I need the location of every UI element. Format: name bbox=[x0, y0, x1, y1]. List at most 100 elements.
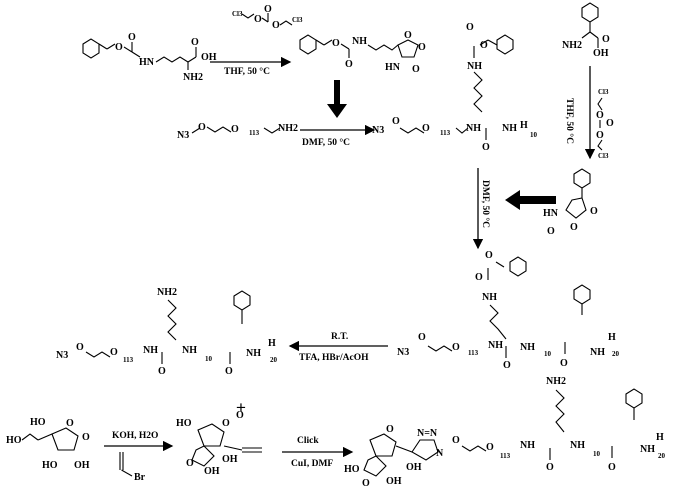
arrow-1-condition: THF, 50 °C bbox=[224, 66, 270, 77]
p1-n113: 113 bbox=[440, 129, 451, 137]
tp-o-a1: O bbox=[254, 14, 262, 25]
peg-n113: 113 bbox=[249, 129, 260, 137]
ascorbic-acid-structure: HO HO O O HO OH bbox=[6, 417, 90, 471]
peg-b-poly-z-lysine: N3 O O 113 NH O NH H 10 bbox=[372, 116, 538, 153]
p3-n3: N3 bbox=[56, 350, 68, 361]
propargyl-bromide-structure: Br bbox=[119, 452, 146, 483]
tp-o-b2: O bbox=[606, 118, 614, 129]
p1-o3: O bbox=[482, 142, 490, 153]
arrow-6-condition: KOH, H2O bbox=[112, 431, 158, 441]
al-oh2: OH bbox=[222, 454, 238, 465]
arrow-3-condition: THF, 50 °C bbox=[564, 98, 575, 144]
arrow-7-condition-bottom: CuI, DMF bbox=[291, 459, 333, 469]
alkynylated-ascorbate: HO O O O OH OH bbox=[176, 410, 262, 477]
tp-o-b1: O bbox=[596, 110, 604, 121]
p2-n113: 113 bbox=[468, 349, 479, 357]
arrow-5-condition-bottom: TFA, HBr/AcOH bbox=[299, 353, 369, 363]
tp-o-a3: O bbox=[272, 20, 280, 31]
bold-left-arrow bbox=[505, 190, 556, 210]
p2-nh1: NH bbox=[488, 340, 503, 351]
fc-n20: 20 bbox=[658, 452, 666, 460]
phe-nca-o1: O bbox=[590, 206, 598, 217]
arrow-5-condition-top: R.T. bbox=[331, 332, 348, 342]
z-lysine-nca-structure: O O NH O O HN O bbox=[299, 30, 426, 75]
p2-o2: O bbox=[475, 272, 483, 283]
plus-sign: + bbox=[236, 398, 246, 417]
poly-z-lysine-sidechain: O O NH bbox=[466, 22, 514, 113]
nca-o-bottom: O bbox=[412, 64, 420, 75]
p2-o5: O bbox=[503, 360, 511, 371]
phenylalanine-structure: NH2 OH O bbox=[562, 2, 610, 59]
fc-nh1: NH bbox=[520, 440, 535, 451]
aa-ho2: HO bbox=[30, 417, 46, 428]
p2-nh-side: NH bbox=[482, 292, 497, 303]
p1-n3: N3 bbox=[372, 125, 384, 136]
fc-nh3: NH bbox=[640, 444, 655, 455]
p3-o4: O bbox=[225, 366, 233, 377]
bold-down-arrow bbox=[327, 80, 347, 118]
phe-nca-hn: HN bbox=[543, 208, 559, 219]
aa-ho1: HO bbox=[6, 435, 22, 446]
p3-o2: O bbox=[110, 347, 118, 358]
nca-nh: NH bbox=[352, 36, 367, 47]
cl3-label-a1: Cl3 bbox=[232, 10, 243, 18]
oh-label: OH bbox=[201, 52, 217, 63]
p3-n10: 10 bbox=[205, 355, 213, 363]
acid-o-label: O bbox=[191, 37, 199, 48]
pz-o2: O bbox=[480, 40, 488, 51]
fc-o4: O bbox=[486, 442, 494, 453]
tp-o-a2: O bbox=[264, 4, 272, 15]
p2-n10: 10 bbox=[544, 350, 552, 358]
phe-o: O bbox=[602, 34, 610, 45]
p2-n20: 20 bbox=[612, 350, 620, 358]
fc-o6: O bbox=[608, 462, 616, 473]
br-label: Br bbox=[134, 472, 146, 483]
arrow-4-condition: DMF, 50 °C bbox=[480, 180, 491, 228]
nca-carbonyl-o: O bbox=[345, 59, 353, 70]
tp-o-b3: O bbox=[596, 130, 604, 141]
nca-o-top: O bbox=[404, 30, 412, 41]
z-lysine-structure: O O HN NH2 O OH bbox=[82, 32, 217, 83]
azido-peg-amine: N3 O O 113 NH2 bbox=[177, 122, 298, 141]
fc-oh2: OH bbox=[406, 462, 422, 473]
p3-nh3: NH bbox=[246, 348, 261, 359]
peg-o1: O bbox=[198, 122, 206, 133]
fc-n113: 113 bbox=[500, 452, 511, 460]
phe-nca-structure: HN O O O bbox=[543, 168, 598, 237]
p2-o6: O bbox=[560, 358, 568, 369]
aa-ho3: HO bbox=[42, 460, 58, 471]
peg-n3: N3 bbox=[177, 130, 189, 141]
p3-o3: O bbox=[158, 366, 166, 377]
p3-n20: 20 bbox=[270, 356, 278, 364]
phe-oh: OH bbox=[593, 48, 609, 59]
fc-o5: O bbox=[546, 462, 554, 473]
al-ho1: HO bbox=[176, 418, 192, 429]
al-o3: O bbox=[186, 458, 194, 469]
phe-nca-o2: O bbox=[570, 222, 578, 233]
nca-ester-o: O bbox=[332, 38, 340, 49]
pz-o1: O bbox=[466, 22, 474, 33]
cl3-label-b2: Cl3 bbox=[598, 152, 609, 160]
fc-o1: O bbox=[386, 424, 394, 435]
triazole-label: N=N bbox=[417, 428, 438, 439]
p3-n113: 113 bbox=[123, 356, 134, 364]
nca-o-ring: O bbox=[418, 42, 426, 53]
p1-h: H bbox=[520, 120, 528, 131]
fc-o2: O bbox=[362, 478, 370, 489]
cl3-label-b1: Cl3 bbox=[598, 88, 609, 96]
p2-nh2: NH bbox=[520, 342, 535, 353]
p2-h: H bbox=[608, 332, 616, 343]
p2-o3: O bbox=[418, 332, 426, 343]
aa-oh: OH bbox=[74, 460, 90, 471]
triphosgene-structure-b: Cl3 O O O Cl3 bbox=[596, 88, 614, 160]
p3-o1: O bbox=[76, 342, 84, 353]
p1-nh2: NH bbox=[502, 123, 517, 134]
arrow-2-condition: DMF, 50 °C bbox=[302, 137, 350, 148]
triazole-n: N bbox=[436, 448, 444, 459]
fc-nh2b: NH bbox=[570, 440, 585, 451]
hn-label: HN bbox=[139, 57, 155, 68]
ester-o-label: O bbox=[115, 42, 123, 53]
fc-oh1: OH bbox=[386, 476, 402, 487]
p3-nh2b: NH bbox=[182, 345, 197, 356]
